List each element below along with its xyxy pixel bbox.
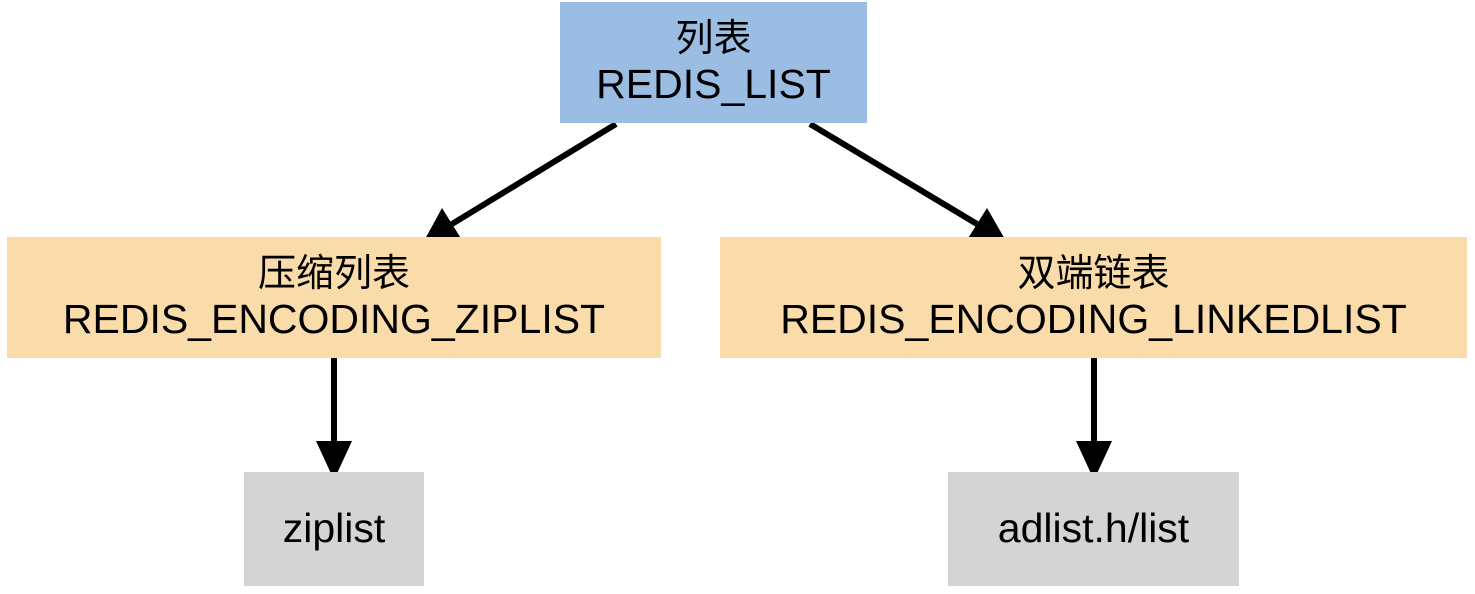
edge-root-to-ziplist-encoding: [424, 121, 618, 241]
edge-linkedlist-encoding-to-adlist: [1076, 358, 1112, 480]
node-title-cn: 压缩列表: [257, 251, 410, 296]
arrowhead-icon: [1076, 441, 1112, 480]
node-label: adlist.h/list: [997, 505, 1190, 552]
edge-ziplist-encoding-to-ziplist: [316, 358, 352, 480]
node-title-cn: 列表: [675, 16, 752, 61]
node-title-cn: 双端链表: [1017, 251, 1170, 296]
node-title-en: REDIS_ENCODING_LINKEDLIST: [780, 295, 1407, 342]
node-encoding-linkedlist: 双端链表 REDIS_ENCODING_LINKEDLIST: [720, 237, 1467, 358]
arrowhead-icon: [316, 441, 352, 480]
node-impl-ziplist: ziplist: [244, 472, 424, 586]
node-redis-list: 列表 REDIS_LIST: [560, 2, 867, 123]
node-label: ziplist: [282, 505, 386, 552]
node-title-en: REDIS_LIST: [596, 60, 831, 107]
edge-root-to-linkedlist-encoding: [808, 121, 1006, 241]
arrowhead-icon: [967, 208, 1006, 241]
node-title-en: REDIS_ENCODING_ZIPLIST: [62, 295, 606, 342]
node-impl-adlist: adlist.h/list: [948, 472, 1239, 586]
arrowhead-icon: [424, 208, 462, 241]
node-encoding-ziplist: 压缩列表 REDIS_ENCODING_ZIPLIST: [7, 237, 661, 358]
